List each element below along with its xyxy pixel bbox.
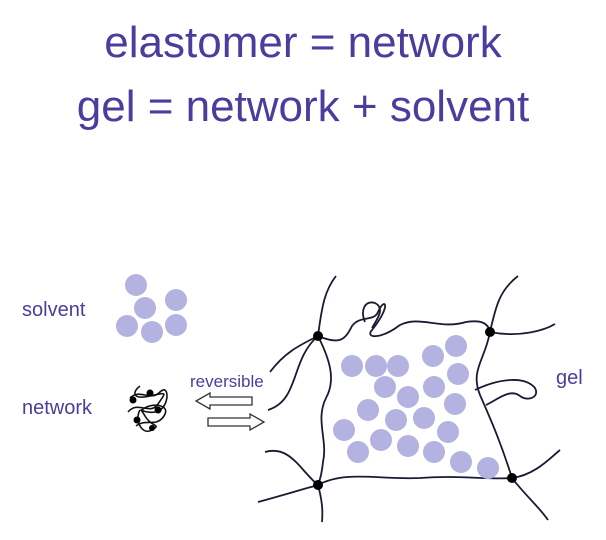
- arrow-right: [207, 412, 266, 432]
- reversible-label: reversible: [190, 372, 264, 391]
- gel-crosslinks: [313, 327, 517, 490]
- crosslink-point: [133, 416, 141, 424]
- gel-chain: [317, 335, 332, 486]
- solvent-label: solvent: [22, 299, 86, 321]
- crosslink-point: [507, 473, 517, 483]
- gel-chain: [267, 335, 319, 411]
- solvent-molecule: [374, 376, 396, 398]
- solvent-molecule: [397, 435, 419, 457]
- solvent-molecule: [134, 297, 156, 319]
- gel-loop: [362, 301, 381, 329]
- solvent-molecule: [370, 429, 392, 451]
- solvent-molecule: [422, 345, 444, 367]
- gel-chain: [317, 475, 513, 486]
- network-label: network: [22, 397, 93, 419]
- solvent-molecule: [385, 409, 407, 431]
- solvent-molecule: [397, 386, 419, 408]
- gel-chain: [489, 323, 556, 336]
- crosslink-point: [129, 396, 137, 404]
- title-line-2: gel = network + solvent: [76, 82, 530, 131]
- gel-chain: [475, 331, 513, 479]
- dry-network: [127, 385, 168, 433]
- crosslink-point: [149, 425, 155, 431]
- solvent-molecule: [450, 451, 472, 473]
- crosslink-point: [313, 331, 323, 341]
- crosslink-point: [485, 327, 495, 337]
- gel-chain: [489, 275, 519, 333]
- gel-loop: [474, 379, 538, 406]
- solvent-molecule: [444, 393, 466, 415]
- gel-chain: [317, 484, 324, 523]
- dry-network-chain: [135, 404, 167, 427]
- solvent-molecule: [357, 399, 379, 421]
- solvent-molecule: [423, 376, 445, 398]
- solvent-molecule: [413, 407, 435, 429]
- solvent-molecule: [141, 321, 163, 343]
- solvent-molecules: [116, 274, 187, 343]
- gel-chain: [511, 477, 549, 521]
- gel-label: gel: [556, 367, 583, 389]
- arrow-left: [194, 391, 253, 411]
- gel-chain: [257, 484, 319, 503]
- absorbed-solvent-molecules: [333, 335, 499, 479]
- swollen-gel-network: [257, 275, 561, 523]
- solvent-molecule: [347, 441, 369, 463]
- gel-chain: [264, 449, 319, 486]
- gel-chain: [511, 449, 561, 479]
- crosslink-point: [146, 389, 154, 397]
- solvent-molecule: [341, 355, 363, 377]
- solvent-molecule: [165, 289, 187, 311]
- solvent-molecule: [437, 421, 459, 443]
- solvent-molecule: [387, 355, 409, 377]
- solvent-molecule: [116, 315, 138, 337]
- crosslink-point: [154, 406, 162, 414]
- solvent-molecule: [333, 419, 355, 441]
- reversible-arrows: [194, 391, 266, 432]
- solvent-molecule: [365, 355, 387, 377]
- solvent-molecule: [165, 314, 187, 336]
- gel-chain: [317, 275, 337, 337]
- title-line-1: elastomer = network: [104, 18, 502, 67]
- solvent-molecule: [423, 441, 445, 463]
- solvent-molecule: [445, 335, 467, 357]
- solvent-molecule: [447, 363, 469, 385]
- gel-chain: [269, 335, 319, 373]
- solvent-molecule: [477, 457, 499, 479]
- dry-network-crosslinks: [129, 389, 162, 431]
- crosslink-point: [313, 480, 323, 490]
- gel-chain: [317, 303, 491, 342]
- solvent-molecule: [125, 274, 147, 296]
